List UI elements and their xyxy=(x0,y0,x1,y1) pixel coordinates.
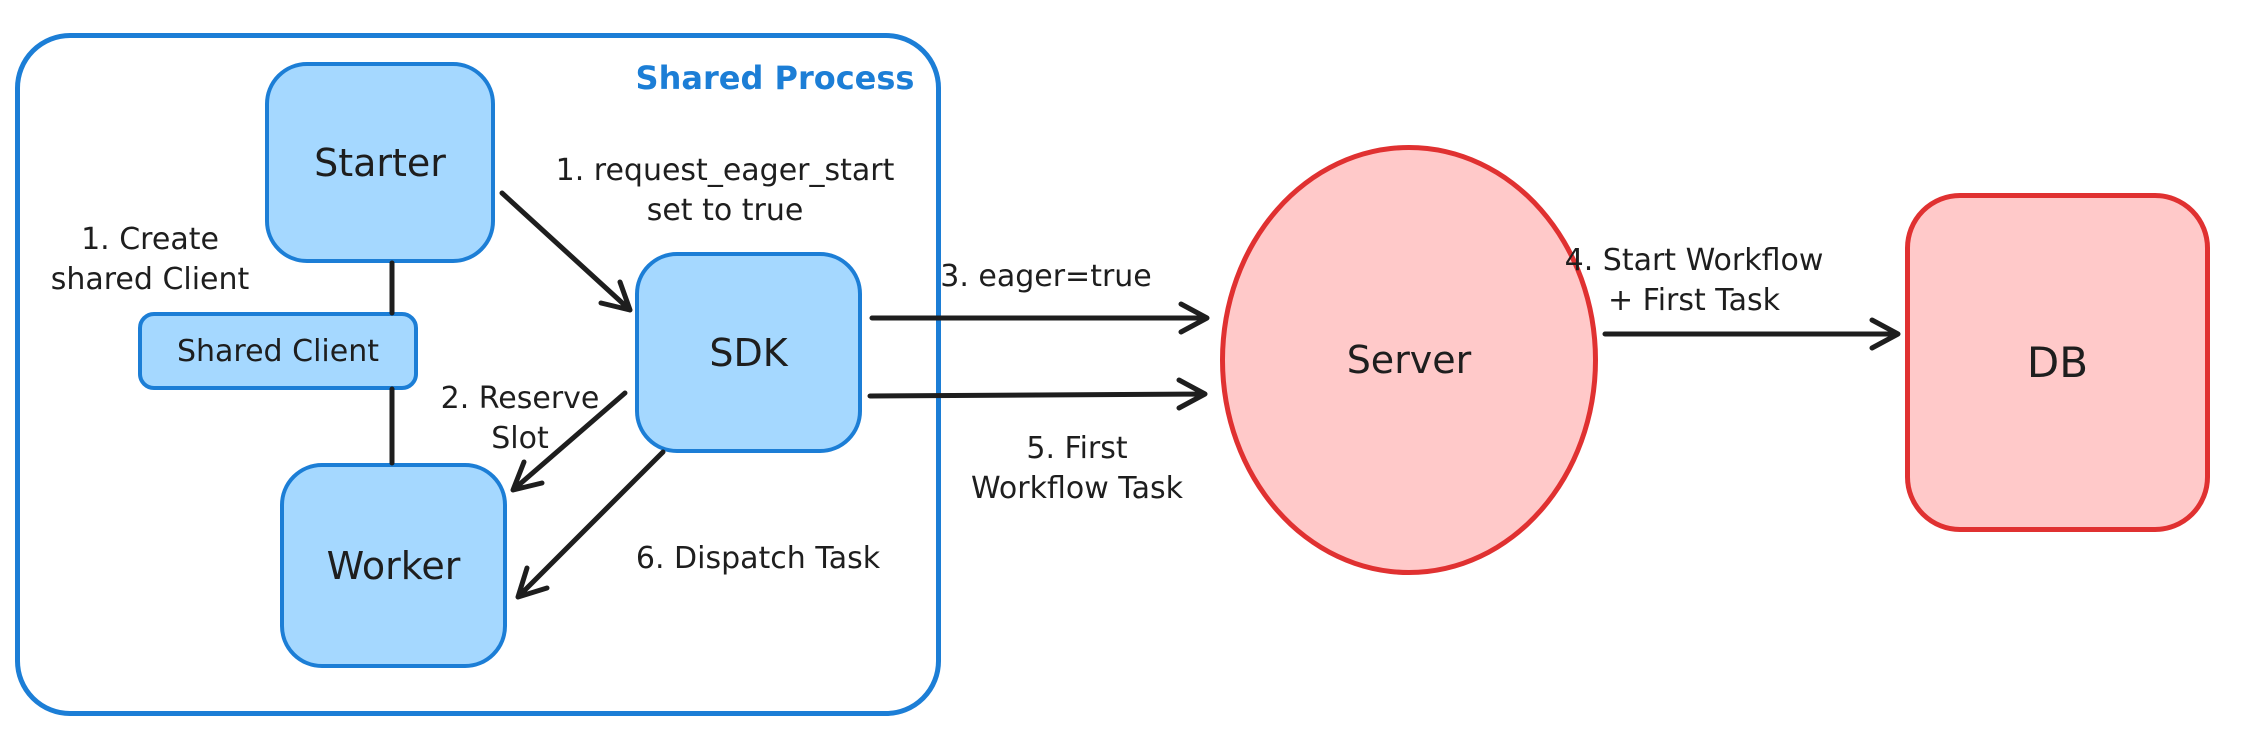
annotation-start-workflow-first-task: 4. Start Workflow + First Task xyxy=(1564,243,1824,318)
annotation-create-shared-client: 1. Create shared Client xyxy=(50,222,250,297)
starter-node-label: Starter xyxy=(314,140,446,185)
annotation-request-eager-start: 1. request_eager_start set to true xyxy=(555,153,895,228)
db-node-label: DB xyxy=(2026,338,2089,387)
sdk-node-label: SDK xyxy=(709,330,788,375)
server-node-label: Server xyxy=(1346,338,1472,382)
shared-client-node-label: Shared Client xyxy=(176,333,379,369)
shared-process-container xyxy=(15,33,941,716)
worker-node: Worker xyxy=(280,463,507,668)
annotation-eager-true: 3. eager=true xyxy=(940,259,1152,294)
arrow-server-to-db xyxy=(1602,317,1901,351)
annotation-dispatch-task: 6. Dispatch Task xyxy=(635,541,881,576)
sdk-node: SDK xyxy=(635,252,862,453)
server-node: Server xyxy=(1220,145,1598,575)
annotation-reserve-slot: 2. Reserve Slot xyxy=(440,381,600,456)
annotation-first-workflow-task: 5. First Workflow Task xyxy=(970,431,1184,506)
db-node: DB xyxy=(1905,193,2210,532)
shared-process-label: Shared Process xyxy=(635,59,915,97)
worker-node-label: Worker xyxy=(326,543,461,588)
shared-client-node: Shared Client xyxy=(138,312,418,390)
starter-node: Starter xyxy=(265,62,495,263)
